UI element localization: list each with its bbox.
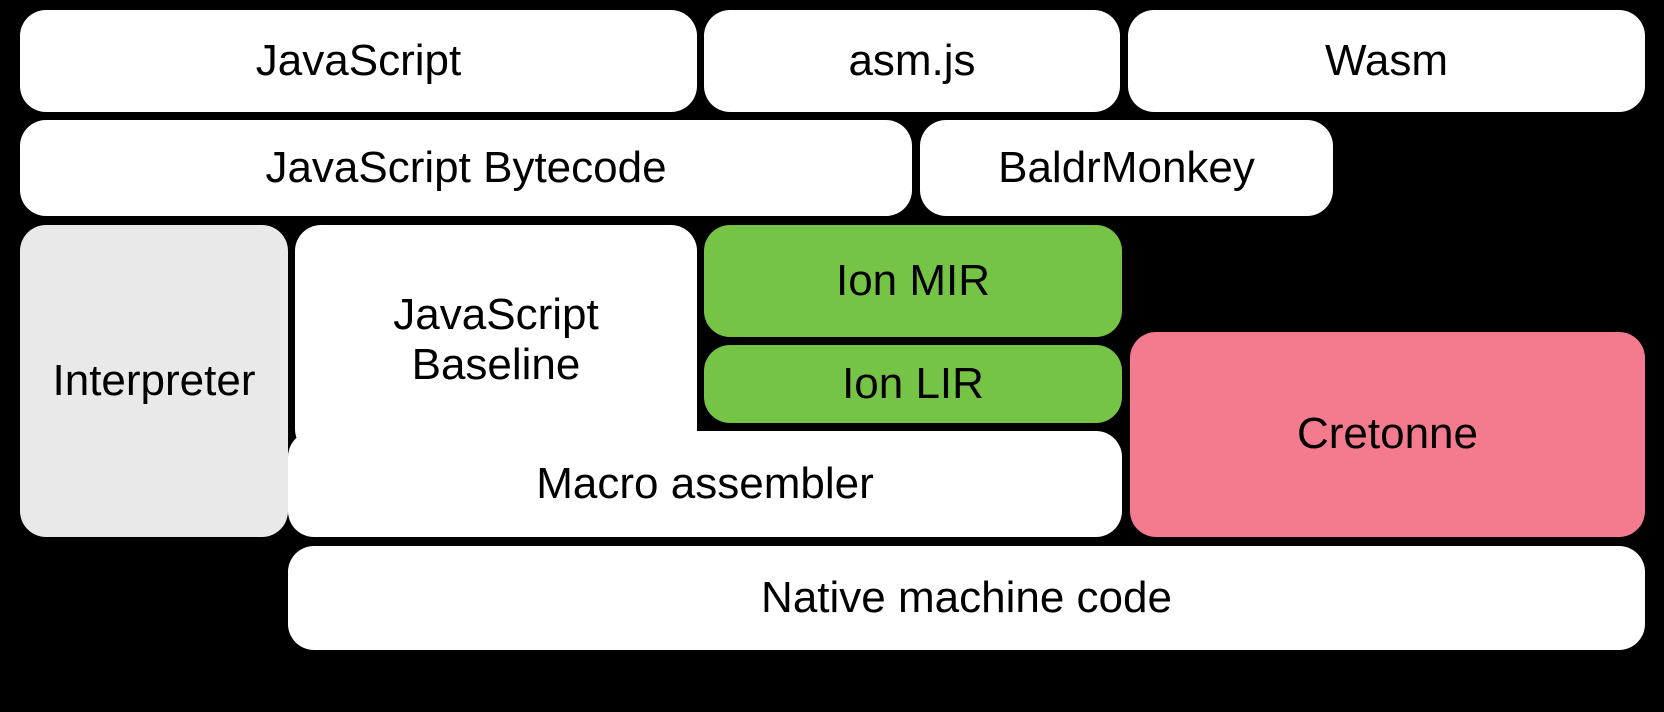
box-macro-assembler: Macro assembler bbox=[288, 431, 1122, 537]
box-baldrmonkey: BaldrMonkey bbox=[920, 120, 1333, 216]
box-asm-js: asm.js bbox=[704, 10, 1120, 112]
box-javascript-bytecode: JavaScript Bytecode bbox=[20, 120, 912, 216]
box-ion-lir: Ion LIR bbox=[704, 345, 1122, 423]
box-javascript-baseline: JavaScript Baseline bbox=[295, 225, 697, 455]
box-native-machine-code: Native machine code bbox=[288, 546, 1645, 650]
box-javascript: JavaScript bbox=[20, 10, 697, 112]
box-ion-mir: Ion MIR bbox=[704, 225, 1122, 337]
box-cretonne: Cretonne bbox=[1130, 332, 1645, 537]
box-interpreter: Interpreter bbox=[20, 225, 288, 537]
box-wasm: Wasm bbox=[1128, 10, 1645, 112]
